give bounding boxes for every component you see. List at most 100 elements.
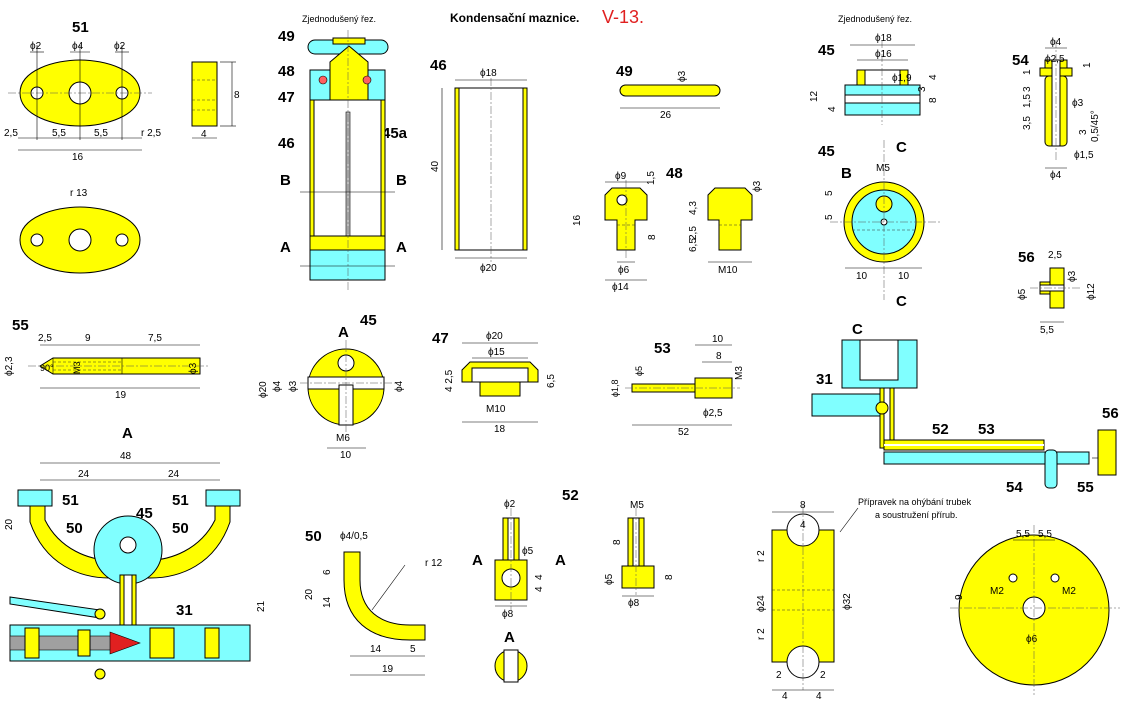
dim-text: 5,5 [1016, 529, 1030, 540]
part-number-46: 46 [430, 57, 447, 74]
part-number-49: 49 [278, 28, 295, 45]
part-number-48: 48 [278, 63, 295, 80]
dim-text: 10 [340, 450, 352, 461]
dim-text: ϕ6 [618, 265, 630, 276]
dim-text: 26 [660, 110, 672, 121]
part-number-56: 56 [1102, 405, 1119, 422]
dim-text: ϕ5 [1017, 288, 1028, 300]
dim-text: M10 [486, 404, 506, 415]
part-number-51: 51 [72, 19, 89, 36]
dim-text: 24 [78, 469, 90, 480]
dim-text: 4 [782, 691, 788, 702]
section-mark-B: B [396, 172, 407, 189]
section-mark-C: C [896, 139, 907, 156]
dim-text: 3,5 [1022, 116, 1033, 130]
dim-text: 9 [954, 594, 965, 600]
assembly-section: Zjednodušený řez. 49 48 47 46 45a B B A … [278, 14, 408, 290]
dim-text: ϕ2,5 [1045, 54, 1065, 65]
dim-text: 4 2,5 [444, 369, 455, 392]
dim-text: 5 [824, 190, 835, 196]
dim-text: ϕ20 [258, 381, 269, 398]
dim-text: 3 [1022, 86, 1033, 92]
dim-text: 7,5 [148, 333, 162, 344]
dim-text: 4 [534, 574, 545, 580]
part-number-56: 56 [1018, 249, 1035, 266]
dim-text: 4,3 [688, 201, 699, 215]
dim-text: ϕ3 [1067, 270, 1078, 282]
dim-text: ϕ14 [612, 282, 629, 293]
dim-text: 8 [664, 574, 675, 580]
section-mark-A: A [396, 239, 407, 256]
section-mark-C: C [896, 293, 907, 310]
dim-text: 24 [168, 469, 180, 480]
dim-text: ϕ2 [30, 41, 42, 52]
dim-text: ϕ15 [488, 347, 505, 358]
dim-text: 5 [410, 644, 416, 655]
dim-text: ϕ3 [677, 70, 688, 82]
dim-text: ϕ1,5 [1074, 150, 1094, 161]
dim-text: 8 [647, 234, 658, 240]
part-number-53: 53 [978, 421, 995, 438]
part-52-fitting: 52 ϕ2 ϕ5 A A 4 4 ϕ8 A M5 8 ϕ5 8 ϕ8 [472, 487, 675, 683]
dim-text: ϕ5 [604, 573, 615, 585]
dim-text: ϕ1,9 [892, 73, 912, 84]
dim-text: r 13 [70, 188, 88, 199]
dim-text: 2,5 [38, 333, 52, 344]
dim-text: 10 [898, 271, 910, 282]
dim-text: 4 [534, 586, 545, 592]
section-label: Zjednodušený řez. [302, 14, 376, 24]
part-number-55: 55 [12, 317, 29, 334]
dim-text: 8 [928, 97, 939, 103]
dim-text: 5 [824, 214, 835, 220]
section-mark-A: A [504, 629, 515, 646]
dim-text: 8 [800, 500, 806, 511]
dim-text: ϕ12 [1086, 283, 1097, 300]
dim-text: ϕ32 [842, 593, 853, 610]
dim-text: M5 [876, 163, 890, 174]
part-number-50: 50 [66, 520, 83, 537]
dim-text: 0,5/45° [1090, 110, 1101, 142]
dim-text: 48 [120, 451, 132, 462]
dim-text: 20 [4, 518, 15, 530]
dim-text: 16 [72, 152, 84, 163]
dim-text: 5,5 [52, 128, 66, 139]
part-number-47: 47 [278, 89, 295, 106]
part-47-cap: 47 ϕ20 ϕ15 4 2,5 6,5 M10 18 [432, 330, 557, 435]
part-51-flange: 51 ϕ2 ϕ4 ϕ2 2,5 5,5 5,5 r 2,5 16 8 4 r 1… [4, 19, 240, 274]
note-line-2: a soustružení přírub. [875, 510, 958, 520]
dim-text: 90° [40, 363, 54, 373]
dim-text: 18 [494, 424, 506, 435]
dim-text: M3 [72, 361, 82, 374]
assembly-view-A: A 48 24 24 20 21 51 51 50 45 50 31 [4, 425, 267, 680]
part-55-shaft: 55 2,5 9 7,5 ϕ2,3 90° M3 ϕ3 19 [4, 317, 210, 401]
dim-text: r 2,5 [141, 128, 161, 139]
part-number-51: 51 [62, 492, 79, 509]
dim-text: ϕ1,8 [610, 379, 620, 397]
dim-text: 1,5 [646, 171, 657, 185]
part-45-body-section: Zjednodušený řez. 45 ϕ18 ϕ16 ϕ1,9 12 4 4… [809, 14, 940, 310]
dim-text: ϕ3 [752, 180, 763, 192]
section-label: Zjednodušený řez. [838, 14, 912, 24]
dim-text: ϕ4 [394, 380, 405, 392]
part-number-54: 54 [1006, 479, 1023, 496]
dim-text: 12 [809, 90, 820, 102]
section-mark-B: B [841, 165, 852, 182]
section-mark-A: A [472, 552, 483, 569]
section-mark-A: A [122, 425, 133, 442]
section-mark-C: C [852, 321, 863, 338]
dim-text: ϕ6 [1026, 634, 1038, 645]
dim-text: 4 [800, 520, 806, 531]
dim-text: ϕ8 [502, 609, 514, 620]
dim-text: ϕ4 [1050, 37, 1062, 48]
dim-text: ϕ8 [628, 598, 640, 609]
dim-text: 6 [322, 569, 333, 575]
section-C-assembly: C 31 52 53 56 54 55 [811, 321, 1119, 496]
dim-text: M10 [718, 265, 738, 276]
dim-text: 1,5 [1022, 94, 1033, 108]
dim-text: M2 [1062, 586, 1076, 597]
dim-text: 2,5 [688, 226, 699, 240]
part-56-flange-nut: 56 2,5 ϕ3 ϕ5 ϕ12 5,5 [1017, 249, 1097, 336]
dim-text: r 2 [756, 550, 767, 562]
dim-text: 16 [572, 214, 583, 226]
